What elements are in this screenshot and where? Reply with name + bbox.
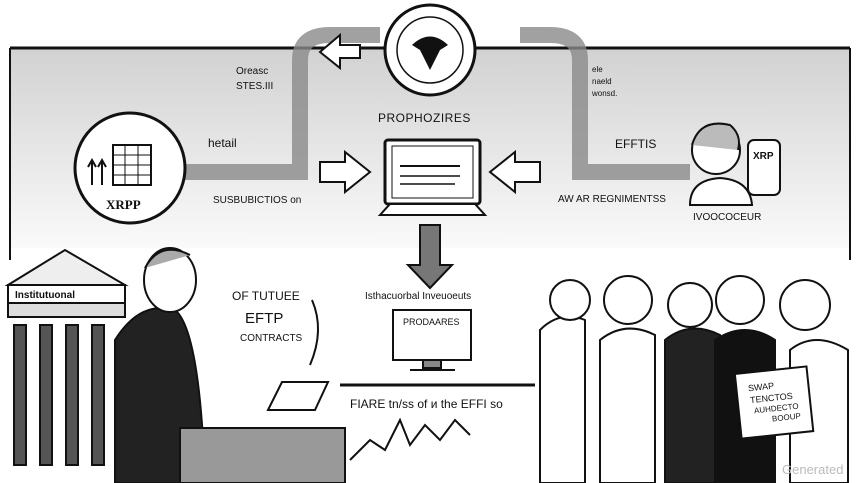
watermark: Generated: [782, 462, 844, 477]
crowd: [539, 275, 849, 483]
mini-chart: [340, 383, 535, 461]
label-top-right-3: wonsd.: [592, 89, 618, 98]
right-bottom-label: AW AR REGNIMENTSS: [558, 194, 666, 205]
podium: [179, 381, 346, 483]
chart-caption: FIARE tn/ss of и the EFFI so: [350, 397, 503, 411]
label-top-right-1: ele: [592, 65, 603, 74]
investors-label: Isthacuorbal Inveuoeuts: [365, 291, 472, 302]
monitor-label: PRODAARES: [403, 317, 460, 327]
xrp-jar-label: XRP: [753, 151, 774, 162]
label-top-left-2: STES.III: [236, 81, 274, 92]
building-label: Institutuonal: [15, 290, 75, 301]
left-bottom-label: SUSBUBICTIOS on: [213, 195, 302, 206]
xrp-circle: [73, 111, 187, 225]
label-top-left-1: Oreasc: [236, 66, 269, 77]
center-title: PROPHOZIRES: [378, 111, 471, 125]
institutional-building: [4, 248, 129, 466]
bottom-monitor: [392, 309, 472, 371]
speech-line-1: OF TUTUEE: [232, 289, 300, 303]
fed-seal: [383, 3, 477, 97]
xrp-circle-label: XRPP: [106, 197, 141, 212]
label-top-right-2: naeld: [592, 77, 612, 86]
investor-person: [688, 122, 781, 206]
left-arrow-label: hetail: [208, 136, 237, 150]
center-laptop: [377, 138, 488, 216]
speech-swirl: [309, 299, 320, 366]
arrows: [318, 32, 541, 290]
person-caption: IVOOCOCEUR: [693, 212, 762, 223]
speech-line-2: EFTP: [245, 310, 284, 327]
right-arrow-label: EFFTIS: [615, 137, 657, 151]
speech-line-3: CONTRACTS: [240, 333, 303, 344]
